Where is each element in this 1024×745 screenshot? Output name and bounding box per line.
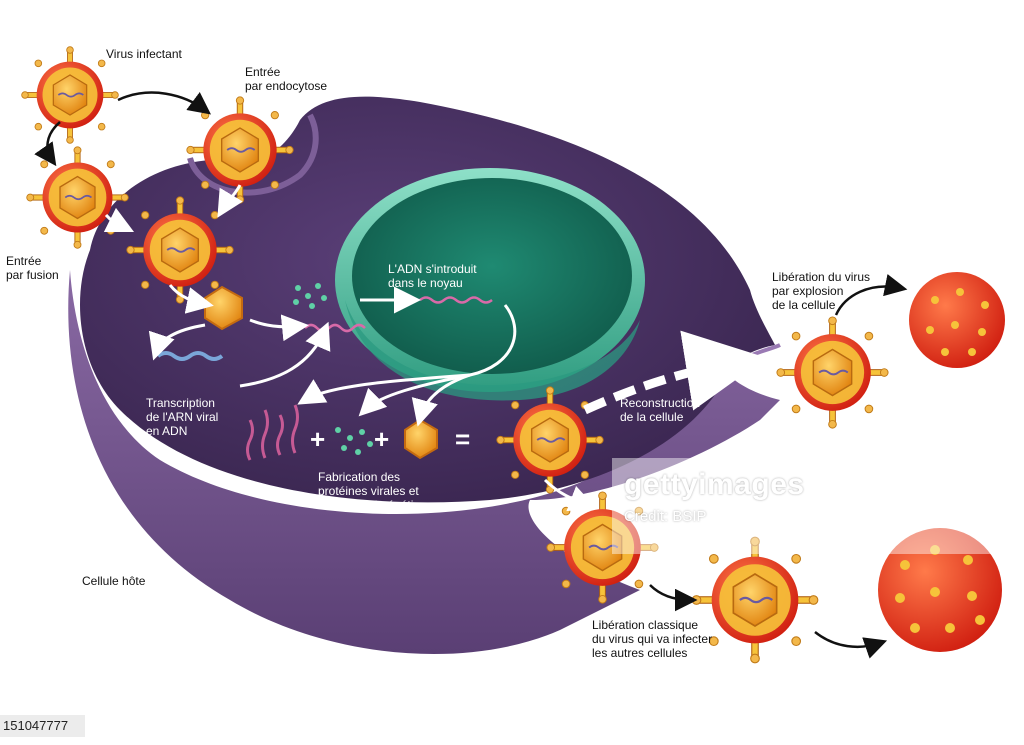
watermark-banner: gettyimages Credit: BSIP — [612, 458, 1024, 554]
label-entree-fusion: Entrée par fusion — [6, 254, 59, 282]
watermark-credit: Credit: BSIP — [624, 508, 707, 525]
label-transcription: Transcription de l'ARN viral en ADN — [146, 396, 219, 438]
virus-fusion — [25, 145, 130, 250]
virus-explosion-release — [775, 315, 890, 430]
label-cellule-hote: Cellule hôte — [82, 574, 146, 588]
plus-sign-1: + — [310, 424, 325, 454]
label-adn-noyau: L'ADN s'introduit dans le noyau — [388, 262, 477, 290]
dna-strand-nucleus — [419, 296, 493, 304]
image-id-tag: 151047777 — [0, 715, 85, 737]
capsid-hexagon-opening — [204, 285, 243, 331]
endocytosis-pit — [187, 113, 319, 196]
label-virus-infectant: Virus infectant — [106, 47, 182, 61]
free-virion-top — [909, 272, 1005, 368]
cell-wall — [68, 270, 780, 654]
nucleus — [352, 178, 632, 374]
virus-inside — [125, 195, 235, 305]
label-liberation-classique: Libération classique du virus qui va inf… — [592, 618, 713, 660]
label-fabrication: Fabrication des protéines virales et du … — [318, 470, 434, 512]
arrows-black — [34, 91, 908, 659]
label-entree-endocytose: Entrée par endocytose — [245, 65, 328, 93]
arrows-white — [103, 184, 597, 512]
free-virion-bottom — [878, 528, 1002, 652]
arrow-dashed-exit — [583, 330, 767, 415]
rna-strands — [246, 404, 299, 461]
label-reconstruction: Reconstruction de la cellule — [620, 396, 701, 424]
label-liberation-explosion: Libération du virus par explosion de la … — [772, 270, 871, 312]
equals-sign: = — [455, 424, 470, 454]
virus-reconstructed — [495, 385, 605, 495]
nucleus-lower-wall — [345, 300, 640, 401]
watermark-brand: gettyimages — [624, 468, 805, 501]
virus-infectant — [20, 45, 120, 145]
plus-sign-2: + — [374, 424, 389, 454]
protein-dots — [293, 283, 373, 455]
